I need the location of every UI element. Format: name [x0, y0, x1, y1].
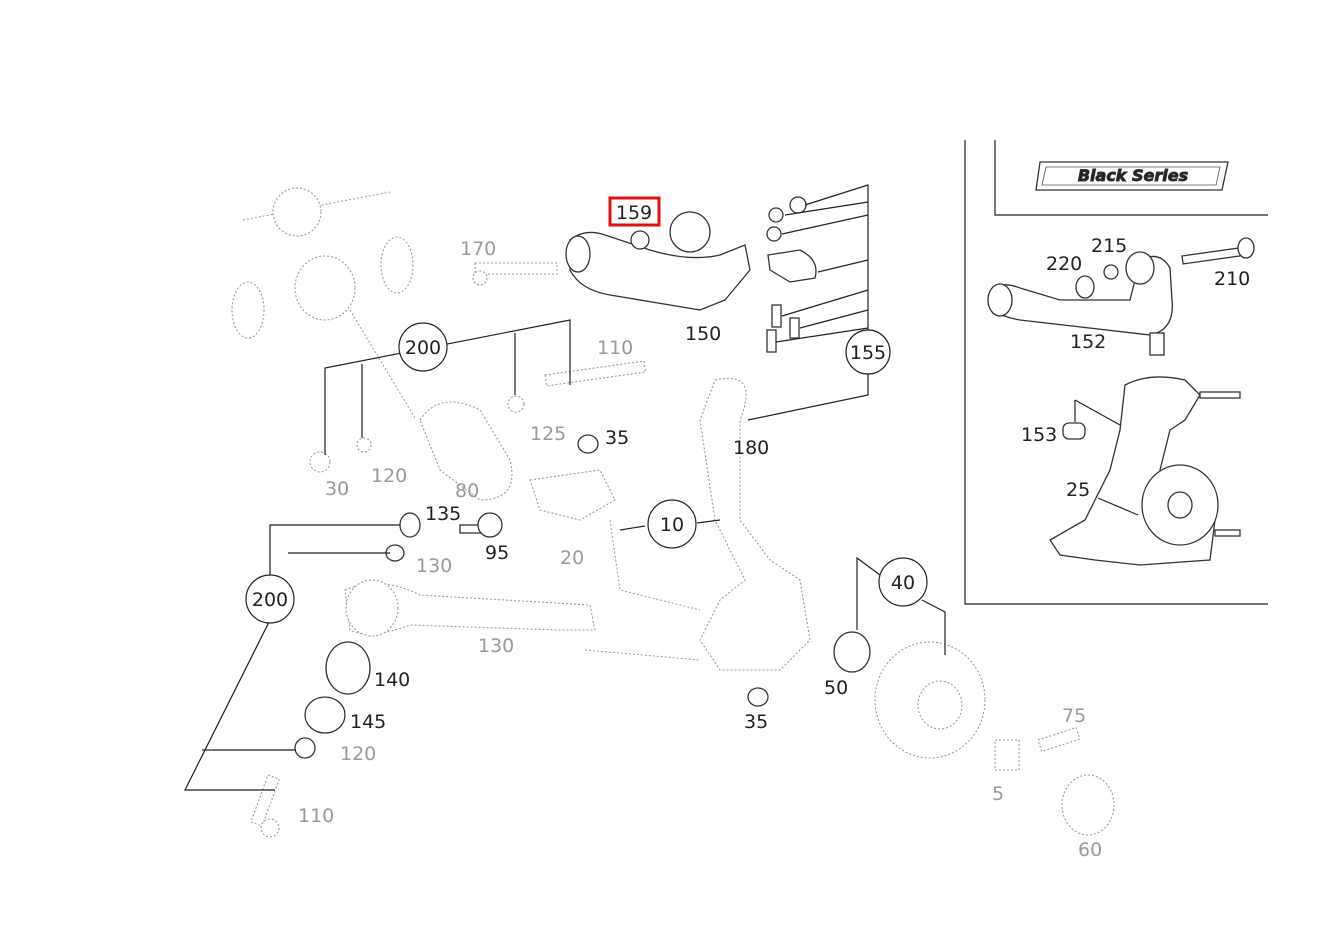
- callout-circles: [245, 322, 928, 624]
- label-120-lower: 120: [340, 743, 376, 765]
- label-125: 125: [530, 423, 566, 445]
- bolt-part[interactable]: [766, 329, 777, 353]
- nut-part[interactable]: [747, 687, 769, 707]
- label-180: 180: [733, 437, 769, 459]
- label-200-top: 200: [405, 337, 441, 359]
- label-155: 155: [850, 342, 886, 364]
- selected-callout-box[interactable]: [608, 196, 661, 227]
- nut-part[interactable]: [577, 434, 599, 454]
- callout-circle-155[interactable]: [845, 329, 891, 375]
- label-50: 50: [824, 677, 848, 699]
- callout-circle-200-left[interactable]: [245, 574, 295, 624]
- bushing-part[interactable]: [231, 281, 265, 339]
- label-145: 145: [350, 711, 386, 733]
- washer-part[interactable]: [294, 737, 316, 759]
- label-75: 75: [1062, 705, 1086, 727]
- bolt-part[interactable]: [544, 360, 647, 387]
- bolt-210[interactable]: [1181, 246, 1244, 265]
- label-135: 135: [425, 503, 461, 525]
- label-170: 170: [460, 238, 496, 260]
- bushing-159[interactable]: [630, 230, 650, 250]
- bearing-part[interactable]: [1061, 774, 1115, 836]
- ball-joint[interactable]: [767, 249, 817, 283]
- upper-control-arm[interactable]: [569, 231, 751, 311]
- bolt-part[interactable]: [771, 304, 782, 328]
- washer-part[interactable]: [399, 512, 421, 538]
- label-10: 10: [660, 514, 684, 536]
- bolt-part[interactable]: [474, 262, 558, 275]
- bushing-153[interactable]: [1062, 422, 1086, 440]
- inset-label-220: 220: [1046, 253, 1082, 275]
- subframe-part[interactable]: [529, 469, 616, 521]
- label-35-upper: 35: [605, 427, 629, 449]
- label-30: 30: [325, 478, 349, 500]
- inset-label-210: 210: [1214, 268, 1250, 290]
- label-60: 60: [1078, 839, 1102, 861]
- bushing-part[interactable]: [294, 255, 356, 321]
- label-95: 95: [485, 542, 509, 564]
- callout-circle-200-top[interactable]: [398, 322, 448, 372]
- bolt-part[interactable]: [1199, 391, 1241, 399]
- ball-joint[interactable]: [477, 512, 503, 538]
- seal-part[interactable]: [833, 631, 871, 673]
- badge-text: Black Series: [1078, 166, 1188, 185]
- label-5: 5: [992, 783, 1004, 805]
- washer-215[interactable]: [1103, 264, 1119, 280]
- control-arm-bracket[interactable]: [419, 401, 513, 501]
- label-120-upper: 120: [371, 465, 407, 487]
- nut-part[interactable]: [789, 196, 807, 214]
- black-series-badge: [1035, 161, 1229, 191]
- nut-part[interactable]: [766, 226, 782, 242]
- faint-parts: [231, 187, 1115, 838]
- bolt-part[interactable]: [1214, 529, 1241, 537]
- inset-label-153: 153: [1021, 424, 1057, 446]
- bushing-part[interactable]: [380, 236, 414, 294]
- bolt-part[interactable]: [789, 317, 800, 339]
- inset-label-152: 152: [1070, 331, 1106, 353]
- label-130-upper: 130: [416, 555, 452, 577]
- nut-part[interactable]: [768, 207, 784, 223]
- upper-arm-152[interactable]: [989, 255, 1173, 336]
- label-140: 140: [374, 669, 410, 691]
- label-80: 80: [455, 480, 479, 502]
- bushing-part[interactable]: [325, 641, 371, 695]
- mount-part[interactable]: [304, 696, 346, 734]
- label-130-lower: 130: [478, 635, 514, 657]
- callout-circle-10[interactable]: [647, 499, 697, 549]
- faint-callout-circle: [272, 187, 322, 237]
- label-110-lower: 110: [298, 805, 334, 827]
- inset-label-25: 25: [1066, 479, 1090, 501]
- lower-control-arm[interactable]: [344, 583, 596, 635]
- label-110-upper: 110: [597, 337, 633, 359]
- callout-labels: 159 200 200 155 10 40 150 180 35 95 135 …: [252, 202, 1250, 861]
- bolt-part[interactable]: [1037, 726, 1081, 753]
- label-35-lower: 35: [744, 711, 768, 733]
- inset-label-215: 215: [1091, 235, 1127, 257]
- selected-callout-label[interactable]: 159: [616, 202, 652, 224]
- bolt-part[interactable]: [250, 774, 280, 827]
- nut-part[interactable]: [994, 739, 1020, 771]
- label-200-left: 200: [252, 589, 288, 611]
- bushing-220[interactable]: [1075, 275, 1095, 299]
- label-40: 40: [891, 572, 915, 594]
- steering-knuckle[interactable]: [699, 377, 811, 671]
- label-20: 20: [560, 547, 584, 569]
- label-150: 150: [685, 323, 721, 345]
- callout-circle-40[interactable]: [878, 557, 928, 607]
- ball-joint[interactable]: [1149, 332, 1165, 356]
- main-parts: [184, 184, 946, 791]
- inset-panel: Black Series: [964, 140, 1268, 605]
